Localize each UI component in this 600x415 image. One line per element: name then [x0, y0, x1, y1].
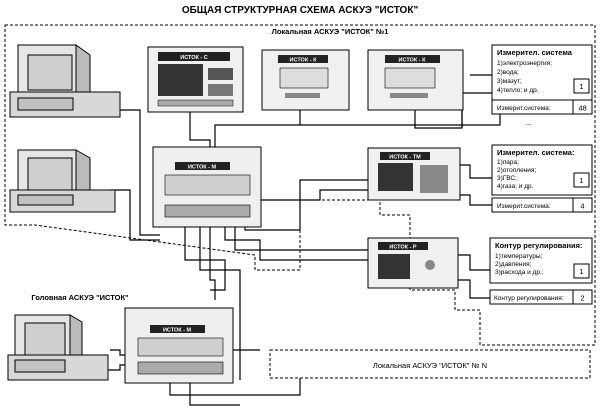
- box1b-label: Измерит.система:: [497, 105, 551, 112]
- localN-label: Локальная АСКУЭ "ИСТОК" № N: [373, 361, 487, 370]
- device-istok-k-1: ИСТОК - К: [261, 49, 350, 111]
- box2-title: Измерител. система:: [497, 148, 574, 157]
- box3-num: 1: [579, 267, 583, 276]
- box3-item-1: 1)температуры;: [495, 253, 543, 260]
- box3-title: Контур регулирования:: [495, 241, 582, 250]
- device-istok-tm-label: ИСТОК - ТМ: [389, 155, 421, 161]
- box1b-num: 48: [578, 104, 586, 113]
- diagram-title: ОБЩАЯ СТРУКТУРНАЯ СХЕМА АСКУЭ "ИСТОК": [182, 5, 419, 16]
- device-istok-c: ИСТОК - С: [147, 46, 244, 113]
- local1-boundary: [4, 24, 596, 346]
- device-istok-m-1: ИСТОК - М: [152, 146, 262, 228]
- box-measurement-system-2: Измерител. система: 1)пара; 2)отопления;…: [491, 144, 593, 196]
- head-label: Головная АСКУЭ "ИСТОК": [31, 293, 129, 302]
- box2-item-1: 1)пара;: [497, 159, 519, 166]
- box1-num: 1: [579, 82, 583, 91]
- box1-item-3: 3)мазут;: [497, 78, 522, 85]
- box3-item-3: 3)расхода и др.;: [495, 269, 544, 276]
- box1-item-2: 2)вода;: [497, 69, 519, 76]
- box2-item-2: 2)отопления;: [497, 167, 536, 174]
- device-istok-k-2-label: ИСТОК - К: [399, 58, 427, 64]
- box-control-loop-1: Контур регулирования: 1)температуры; 2)д…: [489, 237, 593, 284]
- localN-box: Локальная АСКУЭ "ИСТОК" № N: [269, 349, 591, 379]
- computer-head: [7, 314, 109, 381]
- box3-item-2: 2)давления;: [495, 261, 532, 268]
- device-istok-c-label: ИСТОК - С: [180, 55, 208, 61]
- box2b-num: 4: [580, 202, 584, 211]
- computer-2: [9, 149, 116, 213]
- box1-item-1: 1)электроэнергия;: [497, 60, 552, 67]
- box3b-num: 2: [580, 294, 584, 303]
- computer-1: [9, 44, 121, 118]
- device-istok-k-2: ИСТОК - К: [367, 49, 464, 111]
- device-istok-tm: ИСТОК - ТМ: [367, 147, 461, 201]
- box3b-label: Контур регулирования:: [494, 295, 564, 302]
- box2b-label: Измерит.система:: [497, 203, 551, 210]
- device-istok-k-1-label: ИСТОК - К: [290, 58, 318, 64]
- device-istok-m-2-label: ИСТОК - М: [163, 328, 192, 334]
- device-istok-r: ИСТОК - Р: [367, 237, 459, 289]
- box-measurement-system-1: Измерител. система 1)электроэнергия; 2)в…: [491, 44, 593, 101]
- device-istok-m-1-label: ИСТОК - М: [188, 165, 217, 171]
- ellipsis: ...: [525, 118, 531, 127]
- box1-title: Измерител. система: [497, 48, 573, 57]
- box-control-loop-2: Контур регулирования: 2: [489, 289, 593, 305]
- box-measurement-system-48: Измерит.система: 48: [491, 99, 593, 115]
- local1-label: Локальная АСКУЭ "ИСТОК" №1: [272, 27, 389, 36]
- device-istok-r-label: ИСТОК - Р: [389, 245, 417, 251]
- box-measurement-system-4: Измерит.система: 4: [491, 197, 593, 213]
- device-istok-m-2: ИСТОК - М: [124, 307, 234, 384]
- box1-item-4: 4)тепло; и др.: [497, 87, 539, 94]
- box2-num: 1: [579, 176, 583, 185]
- box2-item-4: 4)газа; и др.: [497, 183, 534, 190]
- box2-item-3: 3)ГВС;: [497, 175, 517, 182]
